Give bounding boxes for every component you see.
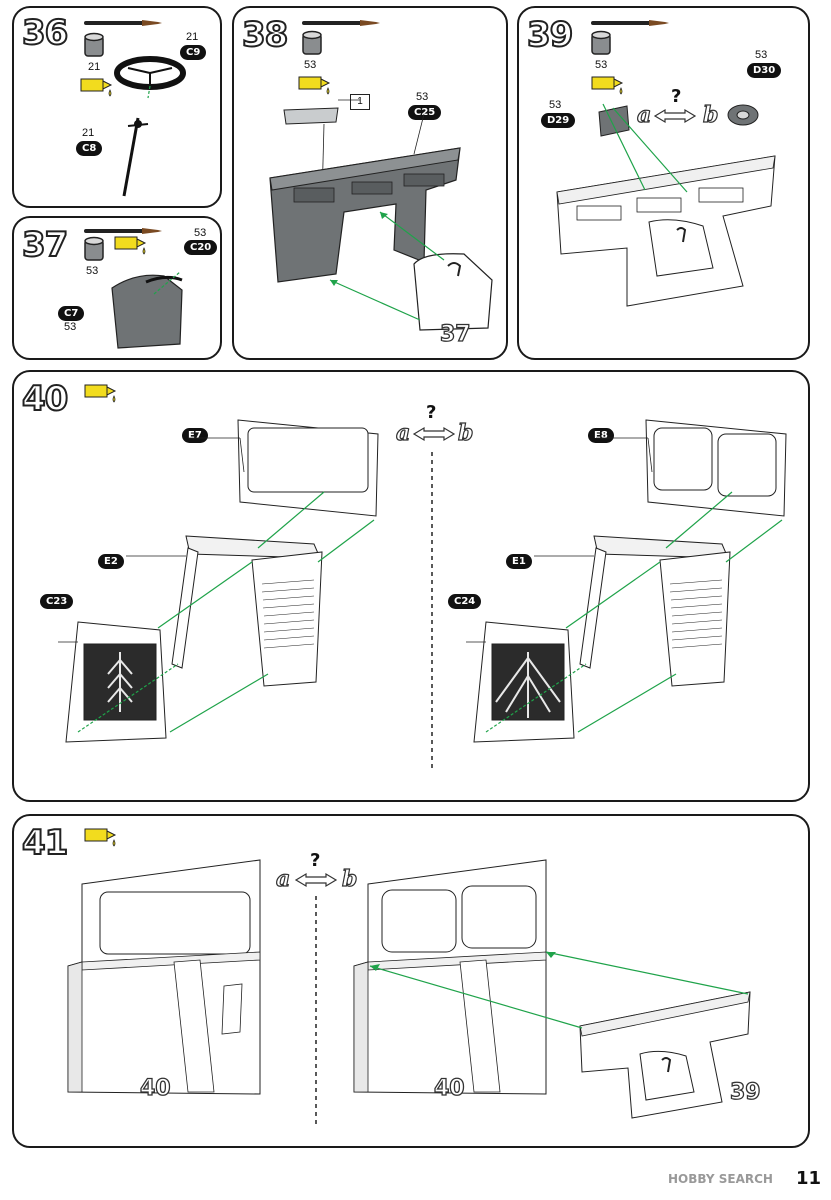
part-tag-c8: C8 [76,141,103,156]
part-tag-c24: C24 [448,594,482,609]
cab-front-variant-a-drawing [58,419,379,743]
paint-brush-icon [84,20,162,26]
steering-wheel-drawing [114,56,186,99]
choice-a-label: a [636,102,652,128]
step-number: 40 [21,379,69,419]
choice-question-mark: ? [426,402,437,423]
choice-question-mark: ? [671,86,682,107]
glue-icon [114,236,147,255]
step-37-panel: 37 53 53 C20 C7 53 [12,216,222,360]
step-36-panel: 36 21 21 C9 21 C8 [12,6,222,208]
callout-box: 1 [350,94,370,110]
part-tag-c25: C25 [408,105,442,120]
part-tag-d29: D29 [541,113,576,128]
choice-b-label: b [457,420,474,446]
cab-front-variant-b-drawing [466,419,787,743]
paint-brush-icon [84,228,162,234]
glue-icon [298,76,331,95]
part-paint-c25: 53 [416,91,429,103]
part-paint-c8: 21 [82,127,95,139]
choice-b-label: b [702,102,719,128]
choice-b-label: b [341,866,358,892]
step-number: 36 [21,13,69,53]
paint-can-icon [84,236,104,261]
double-arrow-icon [412,426,456,442]
step-number: 41 [21,823,69,863]
step-number: 38 [241,15,289,55]
part-paint-c9: 21 [186,31,199,43]
part-tag-c7: C7 [58,306,85,321]
part-tag-e8: E8 [588,428,614,443]
watermark-text: HOBBY SEARCH [668,1172,773,1186]
step-40-panel: 40 a ? b E7 E2 C23 [12,370,810,802]
ref-step-label: 40 [139,1076,171,1101]
glue-icon [591,76,624,95]
part-tag-d30: D30 [747,63,782,78]
part-paint-d29: 53 [549,99,562,111]
part-d30-drawing [727,104,759,126]
ref-step-label: 40 [433,1076,465,1101]
glue-icon [84,828,117,847]
page-number: 11 [796,1168,822,1189]
dashboard-assembly-drawing [556,103,776,307]
paint-code: 53 [595,59,608,71]
glue-icon [80,78,113,97]
paint-brush-icon [591,20,669,26]
glue-icon [84,384,117,403]
paint-can-icon [591,30,611,55]
steering-column-drawing [122,117,149,197]
divider-dashed-line [315,896,317,1124]
part-tag-e7: E7 [182,428,208,443]
cab-assembly-variant-a-drawing [67,859,261,1095]
part-tag-e2: E2 [98,554,124,569]
part-tag-e1: E1 [506,554,532,569]
step-number: 37 [21,225,69,265]
choice-a-label: a [275,866,291,892]
instrument-panel-drawing [269,99,493,331]
paint-code: 21 [88,61,101,73]
part-tag-c20: C20 [184,240,218,255]
part-d29-drawing [598,105,630,137]
dashboard-cover-drawing [111,271,183,349]
paint-can-icon [84,32,104,57]
paint-code: 53 [304,59,317,71]
divider-dashed-line [431,452,433,772]
double-arrow-icon [653,108,697,124]
paint-brush-icon [302,20,380,26]
part-tag-c23: C23 [40,594,74,609]
part-paint-c20: 53 [194,227,207,239]
ref-step-label: 39 [729,1080,761,1105]
part-paint-c7: 53 [64,321,77,333]
step-39-panel: 39 53 53 D30 53 D29 a ? b [517,6,810,360]
double-arrow-icon [294,872,338,888]
part-paint-d30: 53 [755,49,768,61]
ref-step-label: 37 [439,322,471,347]
choice-question-mark: ? [310,850,321,871]
watermark: HOBBY SEARCH [668,1172,773,1186]
cab-assembly-variant-b-drawing [353,859,751,1119]
part-tag-c9: C9 [180,45,207,60]
step-number: 39 [526,15,574,55]
paint-code: 53 [86,265,99,277]
choice-a-label: a [395,420,411,446]
step-41-panel: 41 a ? b 40 40 39 [12,814,810,1148]
paint-can-icon [302,30,322,55]
step-38-panel: 38 53 53 C25 1 37 [232,6,508,360]
